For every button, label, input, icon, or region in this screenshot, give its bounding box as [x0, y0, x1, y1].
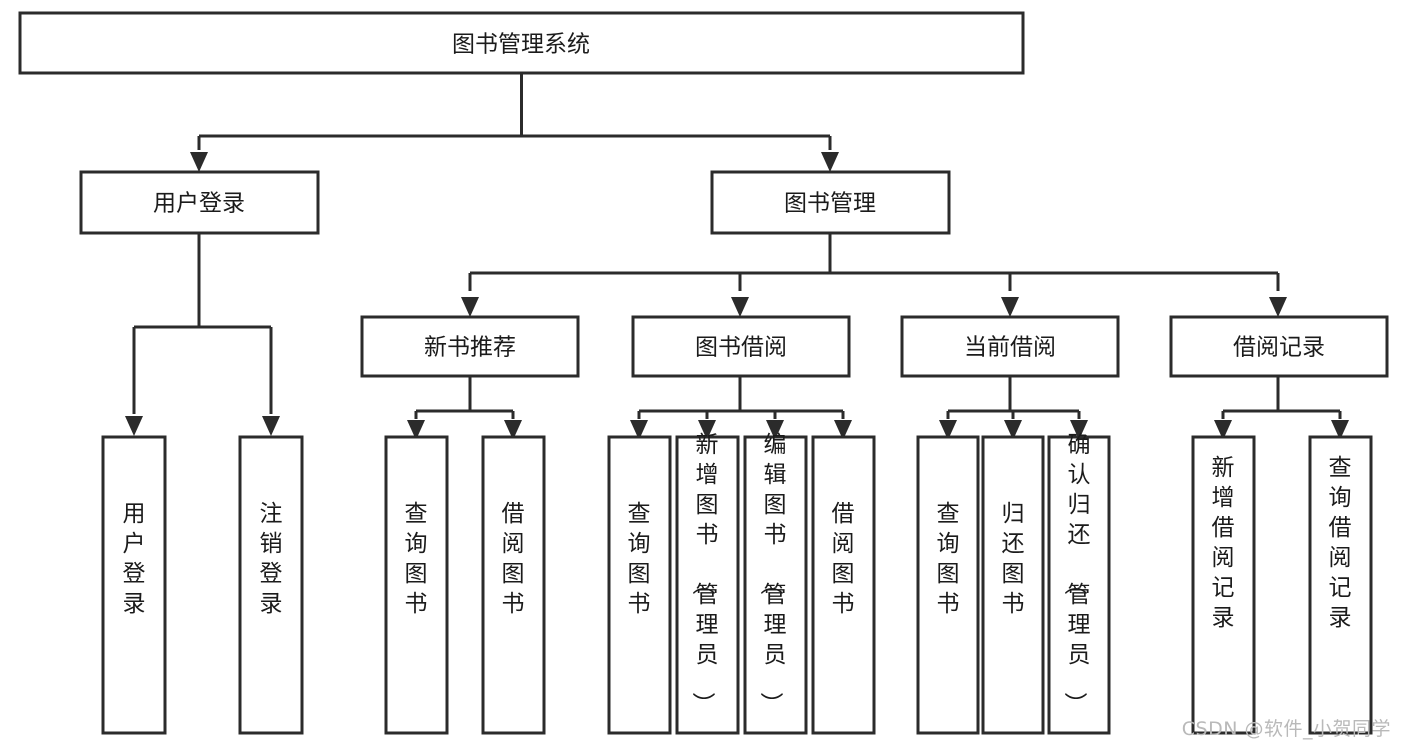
- arrow-to-new-book-recommend: [461, 297, 479, 317]
- node-root-book-system[interactable]: 图书管理系统: [18, 11, 1025, 75]
- leaf-label-confirm-return: 确认归还（管理员）: [1062, 432, 1091, 715]
- node-label-new-book-recommend: 新书推荐: [424, 335, 516, 361]
- leaf-node-query-record[interactable]: 查询借阅记录: [1308, 435, 1373, 735]
- leaf-node-borrow-book-bb[interactable]: 借阅图书: [811, 435, 876, 735]
- leaf-node-borrow-book-nbr[interactable]: 借阅图书: [481, 435, 546, 735]
- arrow-to-leaf-user-login: [125, 416, 143, 436]
- leaf-node-confirm-return[interactable]: 确认归还（管理员）: [1047, 432, 1111, 735]
- leaf-label-query-book-bb: 查询图书: [628, 501, 651, 617]
- node-borrow-record[interactable]: 借阅记录: [1169, 315, 1389, 378]
- leaf-node-add-record[interactable]: 新增借阅记录: [1191, 435, 1256, 735]
- leaf-node-query-book-bb[interactable]: 查询图书: [607, 435, 672, 735]
- leaf-label-user-login: 用户登录: [123, 501, 146, 617]
- leaf-label-logout: 注销登录: [260, 501, 283, 617]
- leaf-label-return-book: 归还图书: [1002, 501, 1025, 617]
- node-label-borrow-record: 借阅记录: [1233, 335, 1325, 361]
- leaf-node-return-book[interactable]: 归还图书: [981, 435, 1045, 735]
- node-current-borrow[interactable]: 当前借阅: [900, 315, 1120, 378]
- leaf-node-edit-book[interactable]: 编辑图书（管理员）: [743, 432, 808, 735]
- node-label-current-borrow: 当前借阅: [964, 335, 1056, 361]
- arrow-to-book-borrow: [731, 297, 749, 317]
- arrow-to-user-login: [190, 152, 208, 172]
- leaf-label-edit-book: 编辑图书（管理员）: [758, 432, 787, 715]
- arrow-to-leaf-logout: [262, 416, 280, 436]
- node-book-manage[interactable]: 图书管理: [710, 170, 951, 235]
- node-user-login[interactable]: 用户登录: [79, 170, 320, 235]
- node-label-book-manage: 图书管理: [784, 191, 876, 217]
- arrow-to-current-borrow: [1001, 297, 1019, 317]
- leaf-node-add-book[interactable]: 新增图书（管理员）: [675, 432, 740, 735]
- leaf-label-add-record: 新增借阅记录: [1212, 455, 1235, 631]
- leaf-label-borrow-book-bb: 借阅图书: [832, 501, 855, 617]
- node-new-book-recommend[interactable]: 新书推荐: [360, 315, 580, 378]
- leaf-label-add-book: 新增图书（管理员）: [690, 432, 719, 715]
- node-label-user-login: 用户登录: [153, 191, 245, 217]
- node-book-borrow[interactable]: 图书借阅: [631, 315, 851, 378]
- leaf-node-user-login[interactable]: 用户登录: [101, 435, 167, 735]
- arrow-to-book-manage: [821, 152, 839, 172]
- leaf-node-query-book-cb[interactable]: 查询图书: [916, 435, 980, 735]
- arrow-to-borrow-record: [1269, 297, 1287, 317]
- connector-layer: [125, 74, 1349, 440]
- leaf-label-borrow-book-nbr: 借阅图书: [502, 501, 525, 617]
- leaf-node-logout[interactable]: 注销登录: [238, 435, 304, 735]
- leaf-label-query-book-cb: 查询图书: [937, 501, 960, 617]
- leaf-node-query-book-nbr[interactable]: 查询图书: [384, 435, 449, 735]
- node-label-book-borrow: 图书借阅: [695, 335, 787, 361]
- node-label-root: 图书管理系统: [452, 32, 590, 58]
- leaf-label-query-record: 查询借阅记录: [1329, 455, 1352, 631]
- leaf-label-query-book-nbr: 查询图书: [405, 501, 428, 617]
